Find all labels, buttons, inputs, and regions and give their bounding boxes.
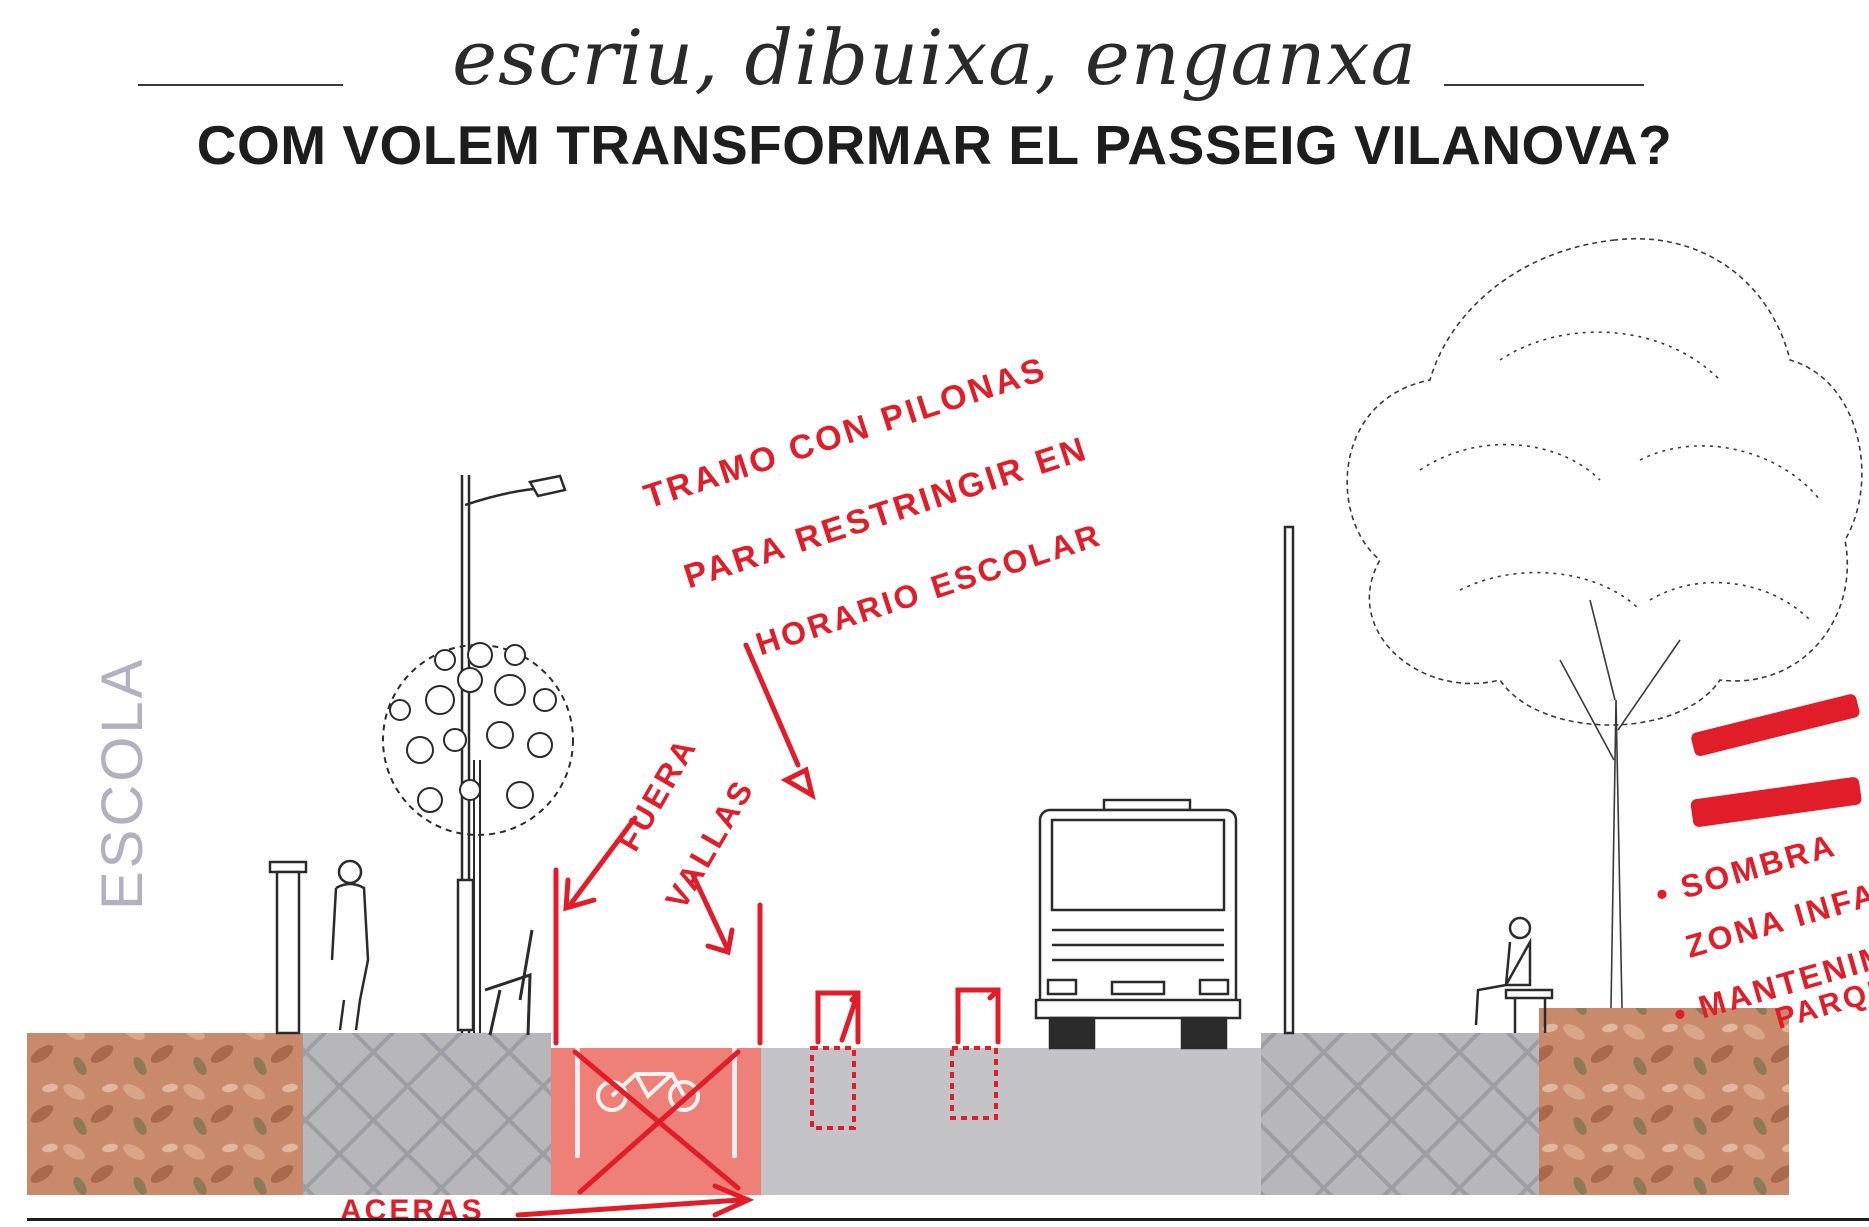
section-label-escola: ESCOLA <box>90 656 155 910</box>
header-rule-right <box>1444 84 1644 86</box>
road <box>761 1048 1261 1195</box>
street-lamp <box>456 474 567 1033</box>
small-tree <box>382 642 574 1033</box>
bollard-underground <box>810 1046 998 1130</box>
bottom-frame-line <box>27 1218 1869 1221</box>
pedestrian <box>330 859 370 1031</box>
seated-person <box>1474 916 1554 1033</box>
planter-left <box>27 1033 303 1195</box>
script-title: escriu, dibuixa, enganxa <box>452 13 1417 102</box>
signpost <box>268 860 308 1035</box>
bench-left <box>484 929 534 1036</box>
annotation-strokes <box>515 642 1001 1218</box>
bus <box>1034 798 1242 1050</box>
sidewalk-right <box>1261 1033 1539 1195</box>
sidewalk-left <box>303 1033 551 1195</box>
planter-right <box>1539 1008 1789 1195</box>
large-tree <box>1346 238 1863 1009</box>
tall-pole <box>1283 525 1295 1035</box>
page-title: COM VOLEM TRANSFORMAR EL PASSEIG VILANOV… <box>196 114 1673 176</box>
header-rule-left <box>138 84 343 86</box>
note-aceras: ACERAS <box>340 1194 485 1227</box>
